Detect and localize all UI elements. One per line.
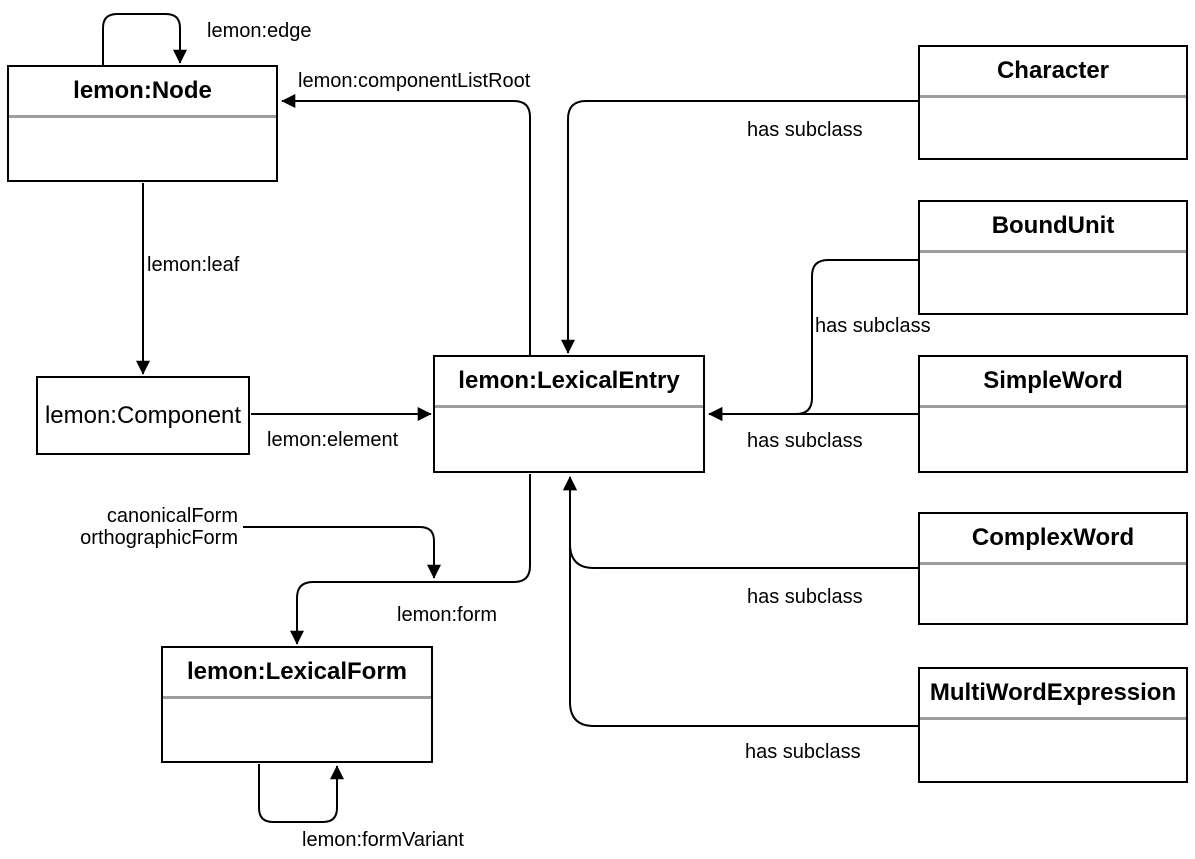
class-title-multi-word-expression: MultiWordExpression	[920, 669, 1186, 720]
edge-subclass-bound-unit	[708, 259, 918, 421]
class-box-lemon-lexical-form: lemon:LexicalForm	[161, 646, 433, 763]
class-body-lemon-node	[9, 118, 276, 180]
class-body-character	[920, 98, 1186, 158]
class-title-lemon-node: lemon:Node	[9, 67, 276, 118]
edge-label-canonical-form: canonicalForm	[106, 505, 238, 527]
class-title-lemon-component: lemon:Component	[44, 401, 242, 429]
class-box-multi-word-expression: MultiWordExpression	[918, 667, 1188, 783]
class-box-bound-unit: BoundUnit	[918, 200, 1188, 315]
class-body-simple-word	[920, 408, 1186, 471]
class-title-lemon-lexical-entry: lemon:LexicalEntry	[435, 357, 703, 408]
class-title-bound-unit: BoundUnit	[920, 202, 1186, 253]
class-box-character: Character	[918, 45, 1188, 160]
edge-label-subclass-complex-word: has subclass	[747, 586, 863, 608]
edge-lemon-form	[290, 474, 531, 645]
edge-label-subclass-bound-unit: has subclass	[815, 315, 931, 337]
edge-label-form-variant: lemon:formVariant	[302, 829, 464, 851]
class-title-character: Character	[920, 47, 1186, 98]
class-box-simple-word: SimpleWord	[918, 355, 1188, 473]
edge-label-lemon-element: lemon:element	[267, 429, 399, 451]
class-title-simple-word: SimpleWord	[920, 357, 1186, 408]
edge-label-subclass-character: has subclass	[747, 119, 863, 141]
edge-label-component-list-root: lemon:componentListRoot	[298, 70, 531, 92]
edge-label-lemon-form: lemon:form	[397, 604, 498, 626]
edge-subclass-multi-word	[563, 476, 918, 727]
class-body-lemon-lexical-form	[163, 699, 431, 761]
edge-label-lemon-leaf: lemon:leaf	[147, 254, 240, 276]
class-box-lemon-component: lemon:Component	[36, 376, 250, 455]
edge-form-variant-self-loop	[258, 764, 344, 823]
class-box-complex-word: ComplexWord	[918, 512, 1188, 625]
class-box-lemon-node: lemon:Node	[7, 65, 278, 182]
edge-label-lemon-edge: lemon:edge	[207, 20, 312, 42]
class-body-bound-unit	[920, 253, 1186, 313]
class-body-lemon-lexical-entry	[435, 408, 703, 471]
edge-lemon-edge-self-loop	[102, 13, 187, 66]
class-body-complex-word	[920, 565, 1186, 623]
edge-label-form-annotation: canonicalForm orthographicForm	[60, 505, 238, 549]
edge-label-subclass-simple-word: has subclass	[747, 430, 863, 452]
edge-subclass-complex-word	[563, 476, 918, 569]
edge-label-subclass-multi-word: has subclass	[745, 741, 861, 763]
edge-label-orthographic-form: orthographicForm	[80, 527, 238, 549]
edge-canonical-form-callout	[243, 526, 441, 579]
class-title-lemon-lexical-form: lemon:LexicalForm	[163, 648, 431, 699]
class-title-complex-word: ComplexWord	[920, 514, 1186, 565]
edge-component-list-root	[281, 94, 531, 355]
class-box-lemon-lexical-entry: lemon:LexicalEntry	[433, 355, 705, 473]
edge-subclass-character	[561, 100, 918, 354]
class-body-multi-word-expression	[920, 720, 1186, 781]
